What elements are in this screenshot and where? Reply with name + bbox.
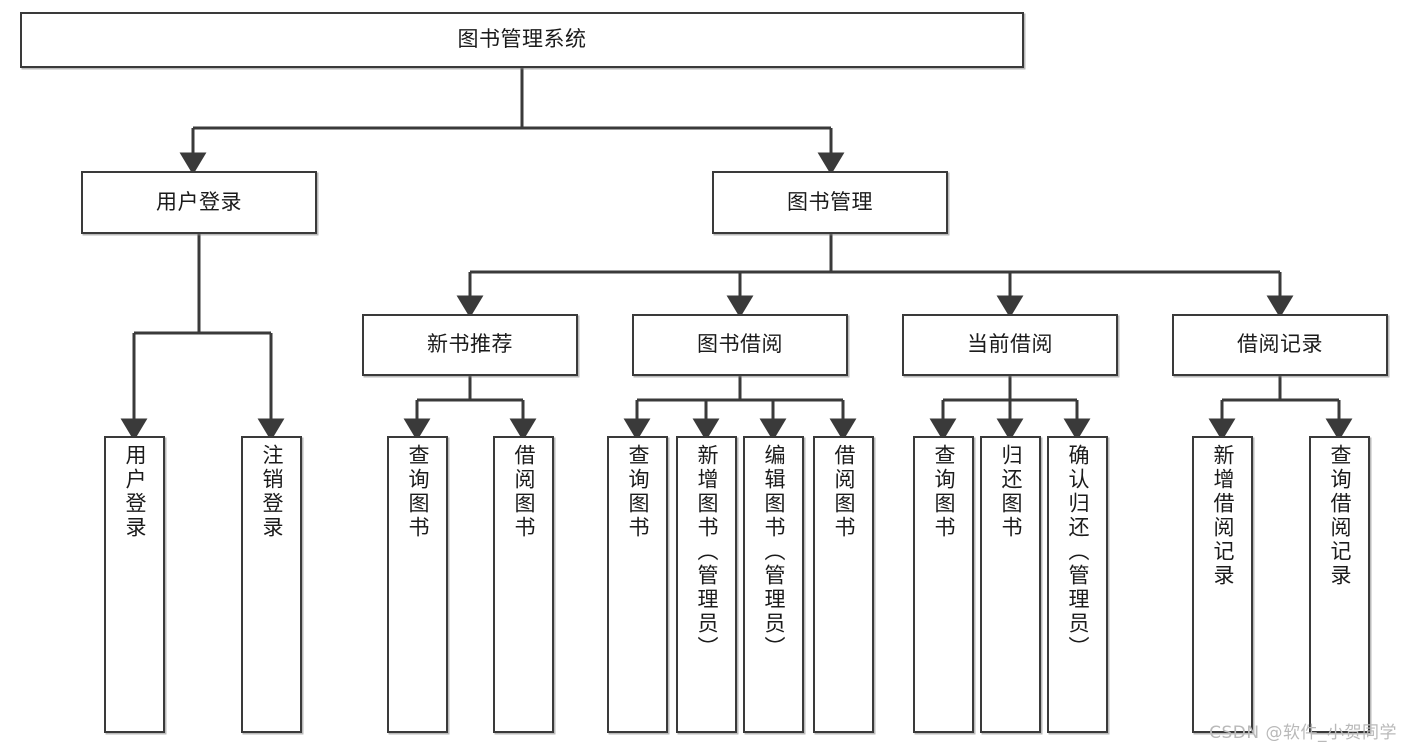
node-leaf-return-book[interactable]: 归还图书 <box>980 436 1041 733</box>
node-label: 图书管理系统 <box>457 27 587 52</box>
node-label: 归还图书 <box>999 444 1023 540</box>
node-leaf-borrow-book-newbook[interactable]: 借阅图书 <box>493 436 554 733</box>
node-leaf-user-login[interactable]: 用户登录 <box>104 436 165 733</box>
node-label: 用户登录 <box>156 189 242 214</box>
node-borrow-record[interactable]: 借阅记录 <box>1172 314 1388 376</box>
node-leaf-query-borrow-record[interactable]: 查询借阅记录 <box>1309 436 1370 733</box>
node-label: 新书推荐 <box>427 332 513 357</box>
node-label: 借阅图书 <box>832 444 856 540</box>
node-label: 图书借阅 <box>697 332 783 357</box>
node-leaf-add-borrow-record[interactable]: 新增借阅记录 <box>1192 436 1253 733</box>
node-root-system[interactable]: 图书管理系统 <box>20 12 1024 68</box>
node-leaf-borrow-book[interactable]: 借阅图书 <box>813 436 874 733</box>
node-leaf-query-book-newbook[interactable]: 查询图书 <box>387 436 448 733</box>
node-label: 注销登录 <box>260 444 284 540</box>
node-label: 借阅记录 <box>1237 332 1323 357</box>
node-label: 查询借阅记录 <box>1328 444 1352 588</box>
node-label: 当前借阅 <box>967 332 1053 357</box>
node-leaf-add-book-admin[interactable]: 新增图书（管理员） <box>676 436 737 733</box>
node-leaf-confirm-return-admin[interactable]: 确认归还（管理员） <box>1047 436 1108 733</box>
watermark-text: CSDN @软件_小贺同学 <box>1209 723 1397 743</box>
node-leaf-query-book-borrow[interactable]: 查询图书 <box>607 436 668 733</box>
node-label: 查询图书 <box>932 444 956 540</box>
node-label: 新增图书（管理员） <box>695 444 719 660</box>
node-label: 新增借阅记录 <box>1211 444 1235 588</box>
node-book-borrow[interactable]: 图书借阅 <box>632 314 848 376</box>
node-book-management[interactable]: 图书管理 <box>712 171 948 234</box>
node-label: 确认归还（管理员） <box>1066 444 1090 660</box>
node-label: 图书管理 <box>787 189 873 214</box>
node-new-book-recommend[interactable]: 新书推荐 <box>362 314 578 376</box>
node-leaf-logout[interactable]: 注销登录 <box>241 436 302 733</box>
node-current-borrow[interactable]: 当前借阅 <box>902 314 1118 376</box>
node-user-login[interactable]: 用户登录 <box>81 171 317 234</box>
node-leaf-edit-book-admin[interactable]: 编辑图书（管理员） <box>743 436 804 733</box>
node-label: 编辑图书（管理员） <box>762 444 786 660</box>
node-leaf-query-book-current[interactable]: 查询图书 <box>913 436 974 733</box>
node-label: 用户登录 <box>123 444 147 540</box>
node-label: 查询图书 <box>406 444 430 540</box>
node-label: 借阅图书 <box>512 444 536 540</box>
node-label: 查询图书 <box>626 444 650 540</box>
